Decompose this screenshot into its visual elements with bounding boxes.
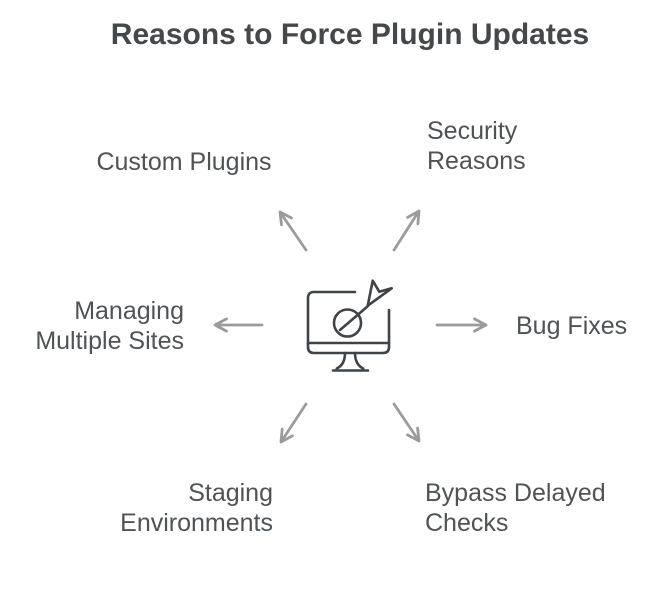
node-bypass-delayed-checks: Bypass Delayed Checks xyxy=(425,478,606,538)
arrow-down-right-icon xyxy=(392,402,421,443)
node-label: Bypass Delayed xyxy=(425,479,606,507)
arrow-up-left-icon xyxy=(278,210,308,252)
node-label: Reasons xyxy=(427,147,526,175)
arrow-left-icon xyxy=(213,317,264,333)
node-bug-fixes: Bug Fixes xyxy=(516,311,627,341)
monitor-stand xyxy=(335,351,365,370)
node-label: Security xyxy=(427,117,518,145)
dart-shaft xyxy=(338,304,370,332)
page-title: Reasons to Force Plugin Updates xyxy=(110,18,590,51)
node-label: Multiple Sites xyxy=(35,327,184,355)
target-circle xyxy=(332,308,363,338)
node-label: Environments xyxy=(120,509,273,537)
node-label: Checks xyxy=(425,509,509,537)
node-managing-multiple-sites: Managing Multiple Sites xyxy=(35,296,184,356)
node-staging-environments: Staging Environments xyxy=(120,478,273,538)
node-label: Managing xyxy=(74,297,184,325)
arrow-right-icon xyxy=(435,317,488,333)
arrow-down-left-icon xyxy=(279,402,308,444)
monitor-target-dart-icon xyxy=(306,279,393,372)
node-label: Bug Fixes xyxy=(516,312,628,340)
arrow-up-right-icon xyxy=(392,209,421,252)
node-label: Staging xyxy=(188,479,273,507)
node-custom-plugins: Custom Plugins xyxy=(96,147,271,177)
dart-fletching xyxy=(366,279,393,308)
node-label: Custom Plugins xyxy=(96,148,272,176)
node-security-reasons: Security Reasons xyxy=(427,116,526,176)
monitor-outline xyxy=(306,290,391,355)
